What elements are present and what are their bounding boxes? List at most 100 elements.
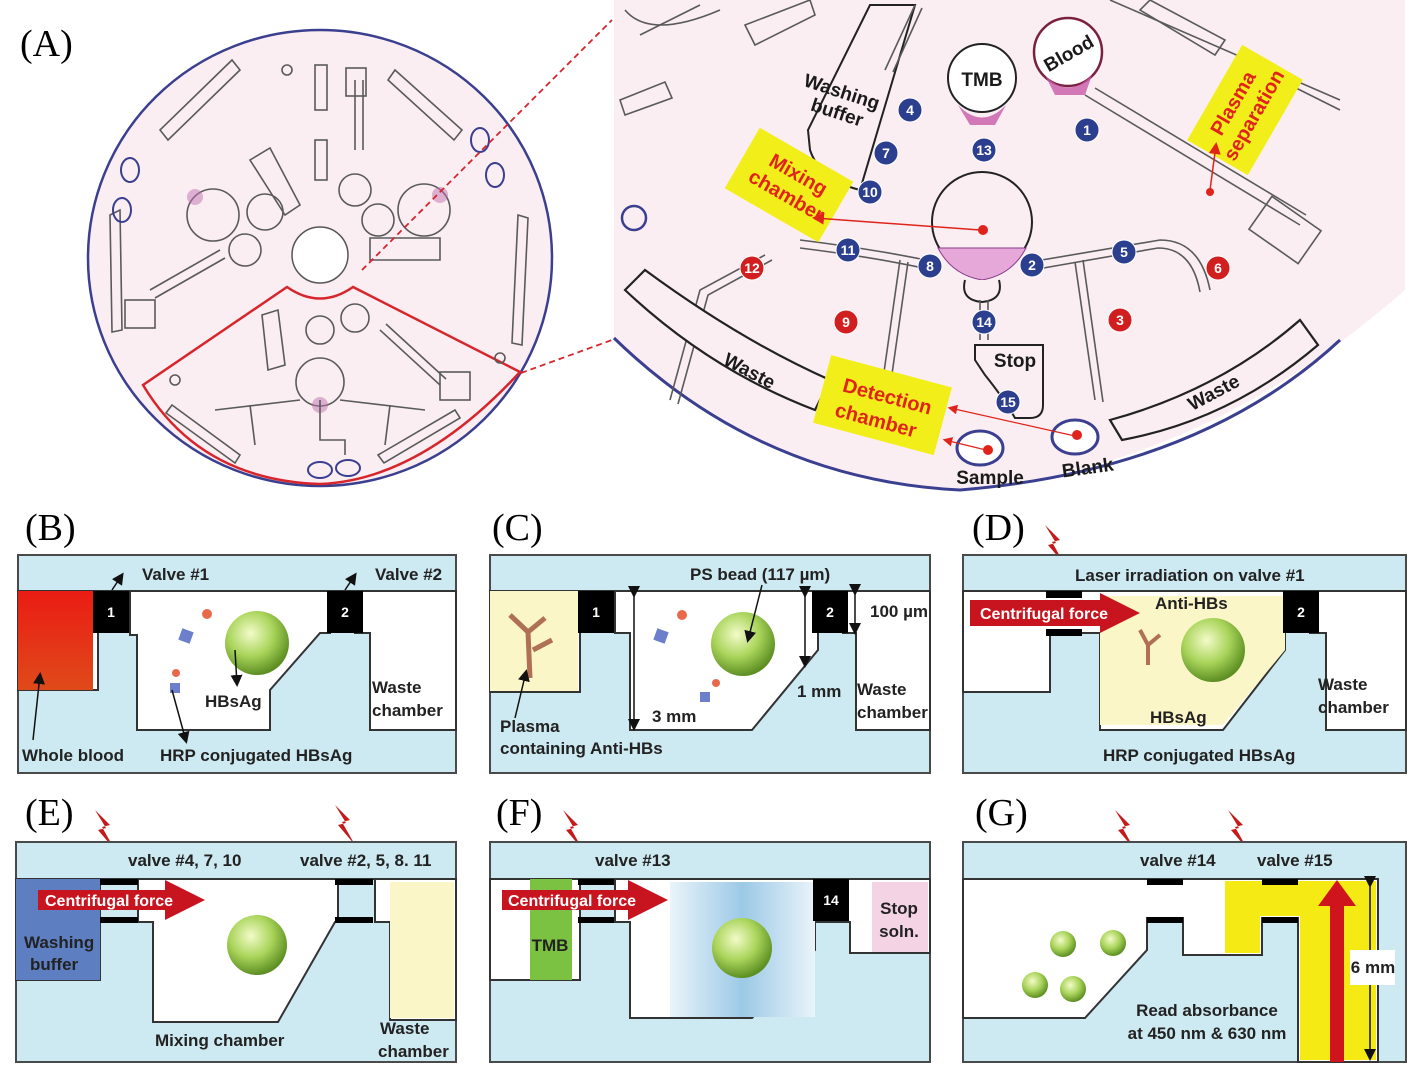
laser-bolt-icon [95,810,115,850]
valve-marker-6: 6 [1205,255,1231,281]
dim-100um: 100 µm [870,602,928,621]
svg-text:HBsAg: HBsAg [1150,708,1207,727]
label-valve1: Valve #1 [142,565,209,584]
callout-mixing-chamber: Mixing chamber [724,127,988,243]
centrifugal-force-arrow: Centrifugal force [970,593,1140,633]
zoom-connector-bottom [520,339,613,374]
ps-bead [711,612,775,676]
laser-bolt-icon [563,810,583,850]
laser-bolt-icon [1115,810,1135,850]
valve-number: 15 [1000,394,1016,410]
svg-text:2: 2 [826,604,834,620]
whole-blood-reservoir [18,591,93,690]
ps-bead [712,918,772,978]
zoom-connector-top [361,19,613,271]
svg-text:TMB: TMB [532,936,569,955]
valve-2-block [327,591,363,633]
valve-marker-14: 14 [971,309,997,335]
stop-chamber [974,344,1044,419]
panel-b: (B) 1 2 Valve #1 Valve #2 HBsAg Waste ch… [17,507,457,774]
valve-number: 1 [1083,122,1091,138]
panel-label-b: (B) [25,507,76,549]
svg-text:at 450 nm & 630 nm: at 450 nm & 630 nm [1128,1024,1287,1043]
panel-c: (C) 1 2 PS bead (117 µm) 100 µm 1 mm 3 m… [489,507,931,774]
valve-marker-15: 15 [995,389,1021,415]
valve-number: 3 [1116,312,1124,328]
svg-text:Centrifugal force: Centrifugal force [45,893,173,910]
svg-text:2: 2 [341,604,349,620]
valve-marker-9: 9 [833,309,859,335]
valve-marker-13: 13 [971,137,997,163]
label-valve2: Valve #2 [375,565,442,584]
svg-text:buffer: buffer [30,955,79,974]
svg-text:14: 14 [823,892,839,908]
svg-text:2: 2 [1297,604,1305,620]
label-sample: Sample [956,468,1024,489]
stop-solution-reservoir [872,882,928,952]
svg-text:Plasma: Plasma [500,717,560,736]
zoomed-sector: Mixing chamber Plasma separation Detecti… [612,0,1405,492]
panel-a: (A) [20,0,1405,492]
valve-marker-8: 8 [917,253,943,279]
label-whole-blood: Whole blood [22,746,124,765]
laser-bolt-icon [1228,810,1248,850]
centrifugal-force-arrow: Centrifugal force [38,880,205,920]
valve-number: 4 [906,102,914,118]
svg-text:Stop: Stop [880,899,918,918]
label-stop: Stop [994,351,1036,372]
waste-chamber-right [1108,318,1320,442]
svg-text:Waste: Waste [380,1019,429,1038]
valve-number: 12 [744,260,760,276]
light-path-arrow [1318,880,1356,1062]
label-tmb: TMB [961,70,1002,91]
panel-label-d: (D) [972,507,1025,549]
svg-text:HRP conjugated HBsAg: HRP conjugated HBsAg [1103,746,1295,765]
tmb-reservoir [947,43,1017,113]
panel-label-c: (C) [492,507,543,549]
valve-number: 5 [1120,244,1128,260]
valve-marker-3: 3 [1107,307,1133,333]
valve-marker-4: 4 [897,97,923,123]
svg-text:Waste: Waste [857,680,906,699]
label-laser-irradiation: Laser irradiation on valve #1 [1075,566,1305,585]
valve-number: 11 [841,242,856,258]
valve-marker-1: 1 [1074,117,1100,143]
svg-text:Centrifugal force: Centrifugal force [508,893,636,910]
svg-text:1: 1 [107,604,115,620]
valve-number: 7 [882,145,890,161]
valve-marker-11: 11 [835,237,861,263]
svg-text:Read absorbance: Read absorbance [1136,1001,1278,1020]
panel-g: (G) 6 mm valve #14 valve #15 Read absorb… [962,792,1407,1063]
svg-text:Waste: Waste [1318,675,1367,694]
label-ps-bead: PS bead (117 µm) [690,565,830,584]
svg-text:containing Anti-HBs: containing Anti-HBs [500,739,663,758]
svg-text:valve #4, 7, 10: valve #4, 7, 10 [128,851,241,870]
valve-number: 9 [842,314,850,330]
svg-text:chamber: chamber [378,1042,449,1061]
plasma-reservoir [490,591,578,691]
callout-detection-chamber: Detection chamber [813,355,1076,456]
centrifugal-force-arrow: Centrifugal force [502,880,668,920]
valve-number: 10 [862,184,878,200]
panel-label-a: (A) [20,23,73,65]
label-hbsag: HBsAg [205,692,262,711]
panel-label-f: (F) [496,792,542,834]
svg-text:valve #2, 5, 8. 11: valve #2, 5, 8. 11 [300,851,431,870]
valve-number: 13 [976,142,992,158]
svg-text:Waste: Waste [372,678,421,697]
panel-label-e: (E) [25,792,74,834]
valve-marker-7: 7 [873,140,899,166]
svg-text:chamber: chamber [857,703,928,722]
svg-text:valve #15: valve #15 [1257,851,1333,870]
valve-number: 6 [1214,260,1222,276]
laser-bolt-icon [1045,525,1065,565]
svg-text:Washing: Washing [24,933,94,952]
zoom-sector-outline [141,285,523,486]
ps-bead [1181,618,1245,682]
panel-f: (F) Centrifugal force valve #13 TMB 14 S… [489,792,931,1063]
valve-marker-10: 10 [857,179,883,205]
panel-d: (D) 2 Centrifugal force Anti-HBs Laser i… [962,507,1407,774]
svg-text:valve #14: valve #14 [1140,851,1216,870]
svg-text:valve #13: valve #13 [595,851,671,870]
